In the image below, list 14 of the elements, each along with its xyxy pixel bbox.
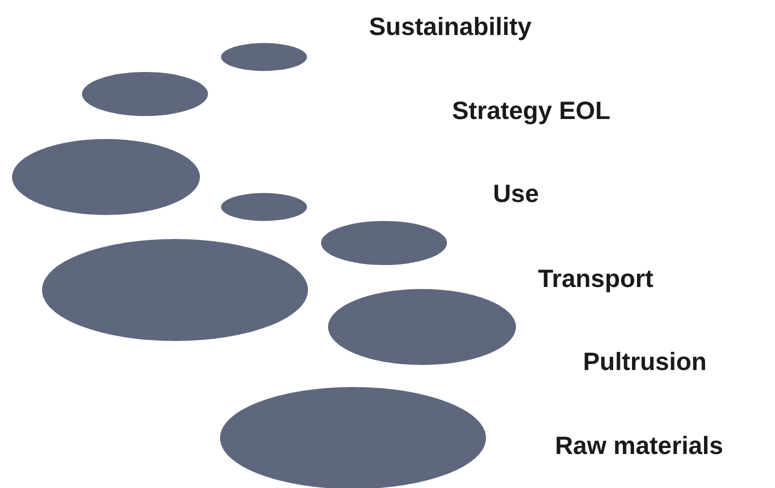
category-label: Strategy EOL (452, 99, 610, 124)
category-label: Sustainability (369, 15, 532, 40)
bubble (12, 139, 200, 215)
bubble (220, 387, 486, 488)
bubble (221, 193, 307, 221)
bubble (328, 289, 516, 365)
bubble (42, 239, 308, 341)
category-label: Use (493, 182, 539, 207)
bubble (321, 221, 447, 265)
bubble (82, 72, 208, 116)
category-label: Transport (538, 267, 654, 292)
bubble (221, 43, 307, 71)
category-label: Raw materials (555, 434, 724, 459)
category-label: Pultrusion (583, 350, 707, 375)
